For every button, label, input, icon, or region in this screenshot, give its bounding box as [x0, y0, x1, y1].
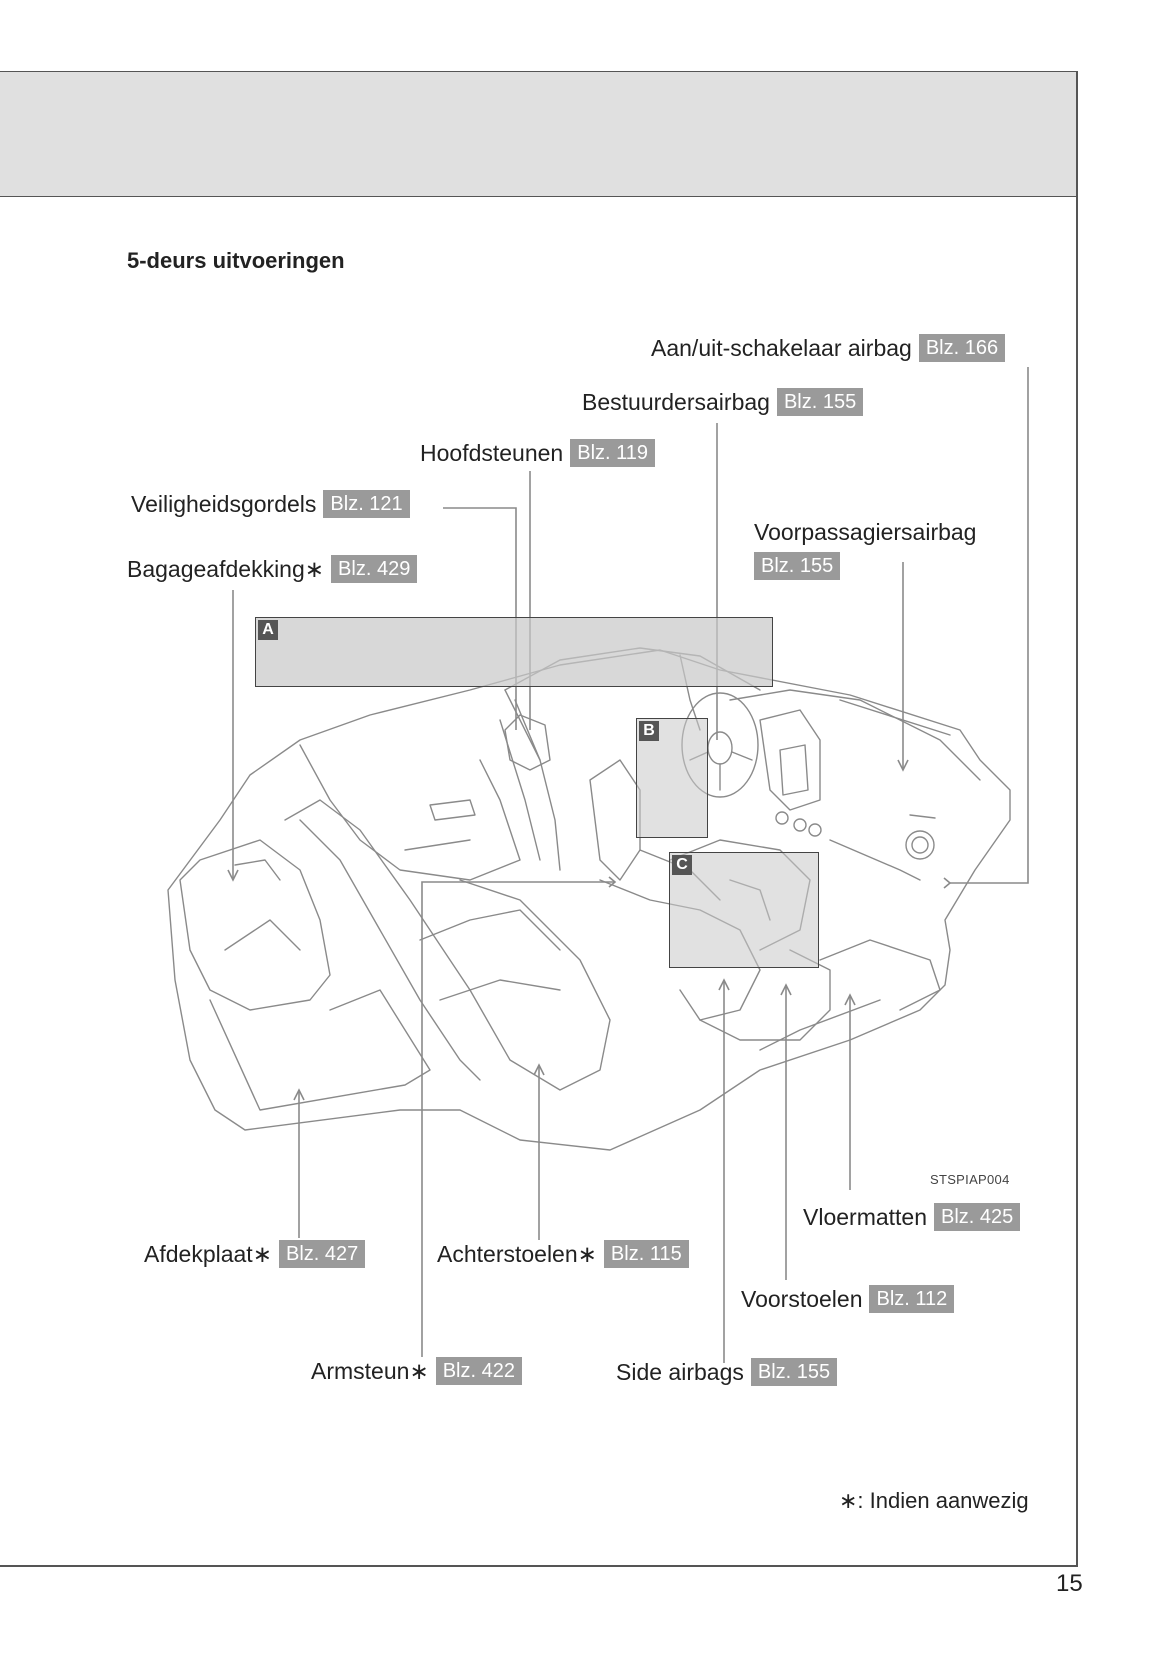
asterisk-mark: ∗ — [304, 555, 325, 582]
label-floor-mats: Vloermatten Blz. 425 — [803, 1203, 1021, 1231]
label-front-seats: Voorstoelen Blz. 112 — [741, 1285, 955, 1313]
page-ref-tag[interactable]: Blz. 425 — [934, 1203, 1021, 1231]
label-headrests: Hoofdsteunen Blz. 119 — [420, 439, 656, 467]
page-ref-tag[interactable]: Blz. 119 — [570, 439, 656, 467]
page-ref-tag[interactable]: Blz. 115 — [603, 1240, 689, 1268]
page-ref-tag[interactable]: Blz. 121 — [323, 490, 410, 518]
callout-letter-a: A — [258, 620, 278, 640]
label-luggage-cover: Bagageafdekking∗ Blz. 429 — [127, 555, 418, 583]
label-text: Veiligheidsgordels — [131, 490, 317, 517]
page-frame-right — [1076, 71, 1078, 1566]
leader-arrowheads — [227, 759, 952, 1101]
label-text: Achterstoelen — [437, 1240, 578, 1267]
label-passenger-airbag: Voorpassagiersairbag Blz. 155 — [754, 519, 976, 580]
label-text: Armsteun — [311, 1357, 410, 1384]
label-side-airbags: Side airbags Blz. 155 — [616, 1358, 838, 1386]
label-text: Aan/uit-schakelaar airbag — [651, 334, 912, 361]
asterisk-mark: ∗ — [252, 1240, 272, 1267]
page-ref-tag[interactable]: Blz. 155 — [754, 552, 841, 580]
figure-code: STSPIAP004 — [930, 1172, 1010, 1187]
page-frame-bottom — [0, 1565, 1078, 1567]
callout-box-a: A — [255, 617, 773, 687]
label-cover-plate: Afdekplaat∗ Blz. 427 — [144, 1240, 366, 1268]
callout-letter-c: C — [672, 855, 692, 875]
label-rear-seats: Achterstoelen∗ Blz. 115 — [437, 1240, 689, 1268]
car-body-outline — [167, 647, 1011, 1151]
label-text: Vloermatten — [803, 1203, 928, 1230]
label-text: Hoofdsteunen — [420, 439, 564, 466]
label-text: Voorstoelen — [741, 1285, 863, 1312]
label-seatbelts: Veiligheidsgordels Blz. 121 — [131, 490, 410, 518]
callout-letter-b: B — [639, 721, 659, 741]
label-text: Voorpassagiersairbag — [754, 519, 977, 545]
label-text: Bestuurdersairbag — [582, 388, 770, 415]
page-ref-tag[interactable]: Blz. 155 — [750, 1358, 838, 1386]
page-ref-tag[interactable]: Blz. 166 — [918, 334, 1006, 362]
page-ref-tag[interactable]: Blz. 155 — [776, 388, 864, 416]
page-ref-tag[interactable]: Blz. 427 — [278, 1240, 366, 1268]
page-number: 15 — [1056, 1570, 1083, 1597]
chapter-header-band — [0, 71, 1078, 197]
asterisk-mark: ∗ — [409, 1357, 429, 1384]
label-driver-airbag: Bestuurdersairbag Blz. 155 — [582, 388, 864, 416]
label-text: Bagageafdekking — [127, 555, 305, 582]
label-text: Afdekplaat — [144, 1240, 253, 1267]
page-ref-tag[interactable]: Blz. 422 — [435, 1357, 522, 1385]
callout-box-c: C — [669, 852, 819, 968]
page-ref-tag[interactable]: Blz. 429 — [331, 555, 418, 583]
label-armrest: Armsteun∗ Blz. 422 — [311, 1357, 522, 1385]
footnote: ∗: Indien aanwezig — [839, 1488, 1029, 1513]
section-title: 5-deurs uitvoeringen — [127, 248, 345, 273]
label-text: Side airbags — [616, 1358, 744, 1385]
page-ref-tag[interactable]: Blz. 112 — [869, 1285, 955, 1313]
callout-box-b: B — [636, 718, 708, 838]
label-airbag-switch: Aan/uit-schakelaar airbag Blz. 166 — [651, 334, 1006, 362]
asterisk-mark: ∗ — [577, 1240, 597, 1267]
